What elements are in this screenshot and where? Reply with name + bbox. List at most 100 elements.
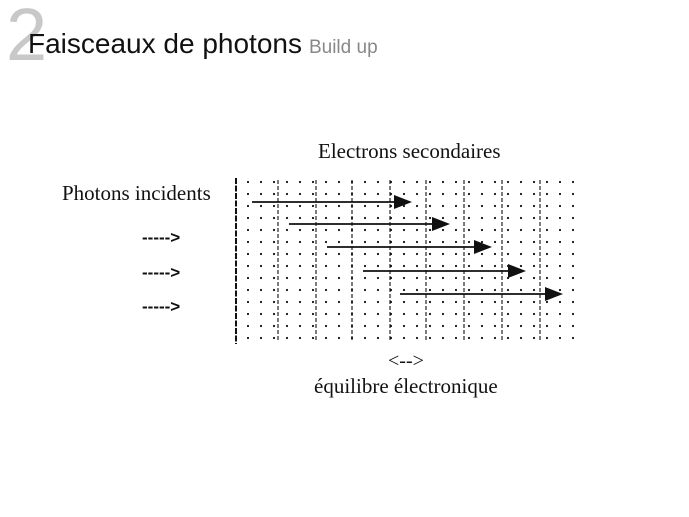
grid-dot [324, 204, 328, 208]
grid-dot [480, 252, 484, 256]
electron-track-arrowhead [508, 264, 526, 278]
grid-dot [519, 324, 523, 328]
grid-dot [480, 276, 484, 280]
grid-dot [246, 228, 250, 232]
grid-dot [506, 288, 510, 292]
grid-dot [480, 300, 484, 304]
grid-dot [506, 252, 510, 256]
grid-dot [402, 324, 406, 328]
grid-dot [558, 288, 562, 292]
grid-dot [467, 312, 471, 316]
grid-dot [532, 192, 536, 196]
grid-dot [415, 288, 419, 292]
grid-dot [545, 324, 549, 328]
grid-dot [467, 180, 471, 184]
grid-dot [298, 324, 302, 328]
grid-dot [298, 288, 302, 292]
grid-dot [402, 216, 406, 220]
grid-dot [441, 228, 445, 232]
grid-dot [428, 240, 432, 244]
label-secondary-electrons: Electrons secondaires [318, 139, 501, 163]
grid-dot [402, 300, 406, 304]
grid-dot [376, 228, 380, 232]
grid-dot [467, 216, 471, 220]
grid-dot [402, 336, 406, 340]
grid-dot [558, 312, 562, 316]
grid-dot [506, 204, 510, 208]
grid-dot [493, 180, 497, 184]
grid-dot [324, 312, 328, 316]
grid-dot [402, 240, 406, 244]
grid-dot [402, 192, 406, 196]
grid-dot [532, 252, 536, 256]
grid-dot [545, 276, 549, 280]
grid-dot [324, 324, 328, 328]
grid-dot [441, 240, 445, 244]
grid-dot [428, 336, 432, 340]
grid-dot [571, 252, 575, 256]
grid-dot [441, 288, 445, 292]
grid-dot [493, 312, 497, 316]
grid-dot [324, 264, 328, 268]
grid-dot [324, 240, 328, 244]
grid-dot [259, 276, 263, 280]
grid-dot [480, 204, 484, 208]
grid-dot [532, 324, 536, 328]
grid-dot [259, 288, 263, 292]
grid-dot [246, 300, 250, 304]
grid-dot [285, 336, 289, 340]
grid-dot [532, 300, 536, 304]
grid-dot [428, 312, 432, 316]
grid-dot [558, 204, 562, 208]
grid-dot [337, 240, 341, 244]
grid-dot [467, 288, 471, 292]
grid-dot [272, 312, 276, 316]
grid-dot [506, 216, 510, 220]
grid-dot [311, 240, 315, 244]
grid-dot [558, 192, 562, 196]
grid-dot [558, 240, 562, 244]
grid-dot [493, 216, 497, 220]
grid-dot [571, 324, 575, 328]
grid-dot [363, 252, 367, 256]
grid-dot [246, 336, 250, 340]
grid-dot [506, 312, 510, 316]
grid-dot [376, 264, 380, 268]
grid-dot [467, 336, 471, 340]
grid-dot [363, 216, 367, 220]
grid-dot [441, 192, 445, 196]
grid-dot [441, 300, 445, 304]
grid-dot [285, 240, 289, 244]
grid-dot [272, 216, 276, 220]
grid-dot [428, 264, 432, 268]
grid-dot [519, 276, 523, 280]
grid-dot [480, 264, 484, 268]
grid-dot [532, 216, 536, 220]
grid-dot [545, 336, 549, 340]
grid-dot [532, 336, 536, 340]
grid-dot [558, 228, 562, 232]
grid-dot [363, 336, 367, 340]
grid-dot [480, 180, 484, 184]
grid-dot [324, 192, 328, 196]
grid-dot [571, 192, 575, 196]
grid-dot [532, 228, 536, 232]
grid-dot [506, 240, 510, 244]
grid-dot [480, 312, 484, 316]
grid-dot [571, 216, 575, 220]
grid-dot [246, 264, 250, 268]
grid-dot [454, 276, 458, 280]
grid-dot [285, 264, 289, 268]
grid-dot [363, 240, 367, 244]
grid-dot [298, 300, 302, 304]
grid-dot [376, 288, 380, 292]
grid-dot [441, 264, 445, 268]
grid-dot [441, 252, 445, 256]
grid-dot [363, 264, 367, 268]
grid-dot [246, 240, 250, 244]
grid-dot [467, 252, 471, 256]
grid-dot [493, 300, 497, 304]
grid-dot [298, 204, 302, 208]
grid-dot [532, 312, 536, 316]
grid-dot [311, 264, 315, 268]
